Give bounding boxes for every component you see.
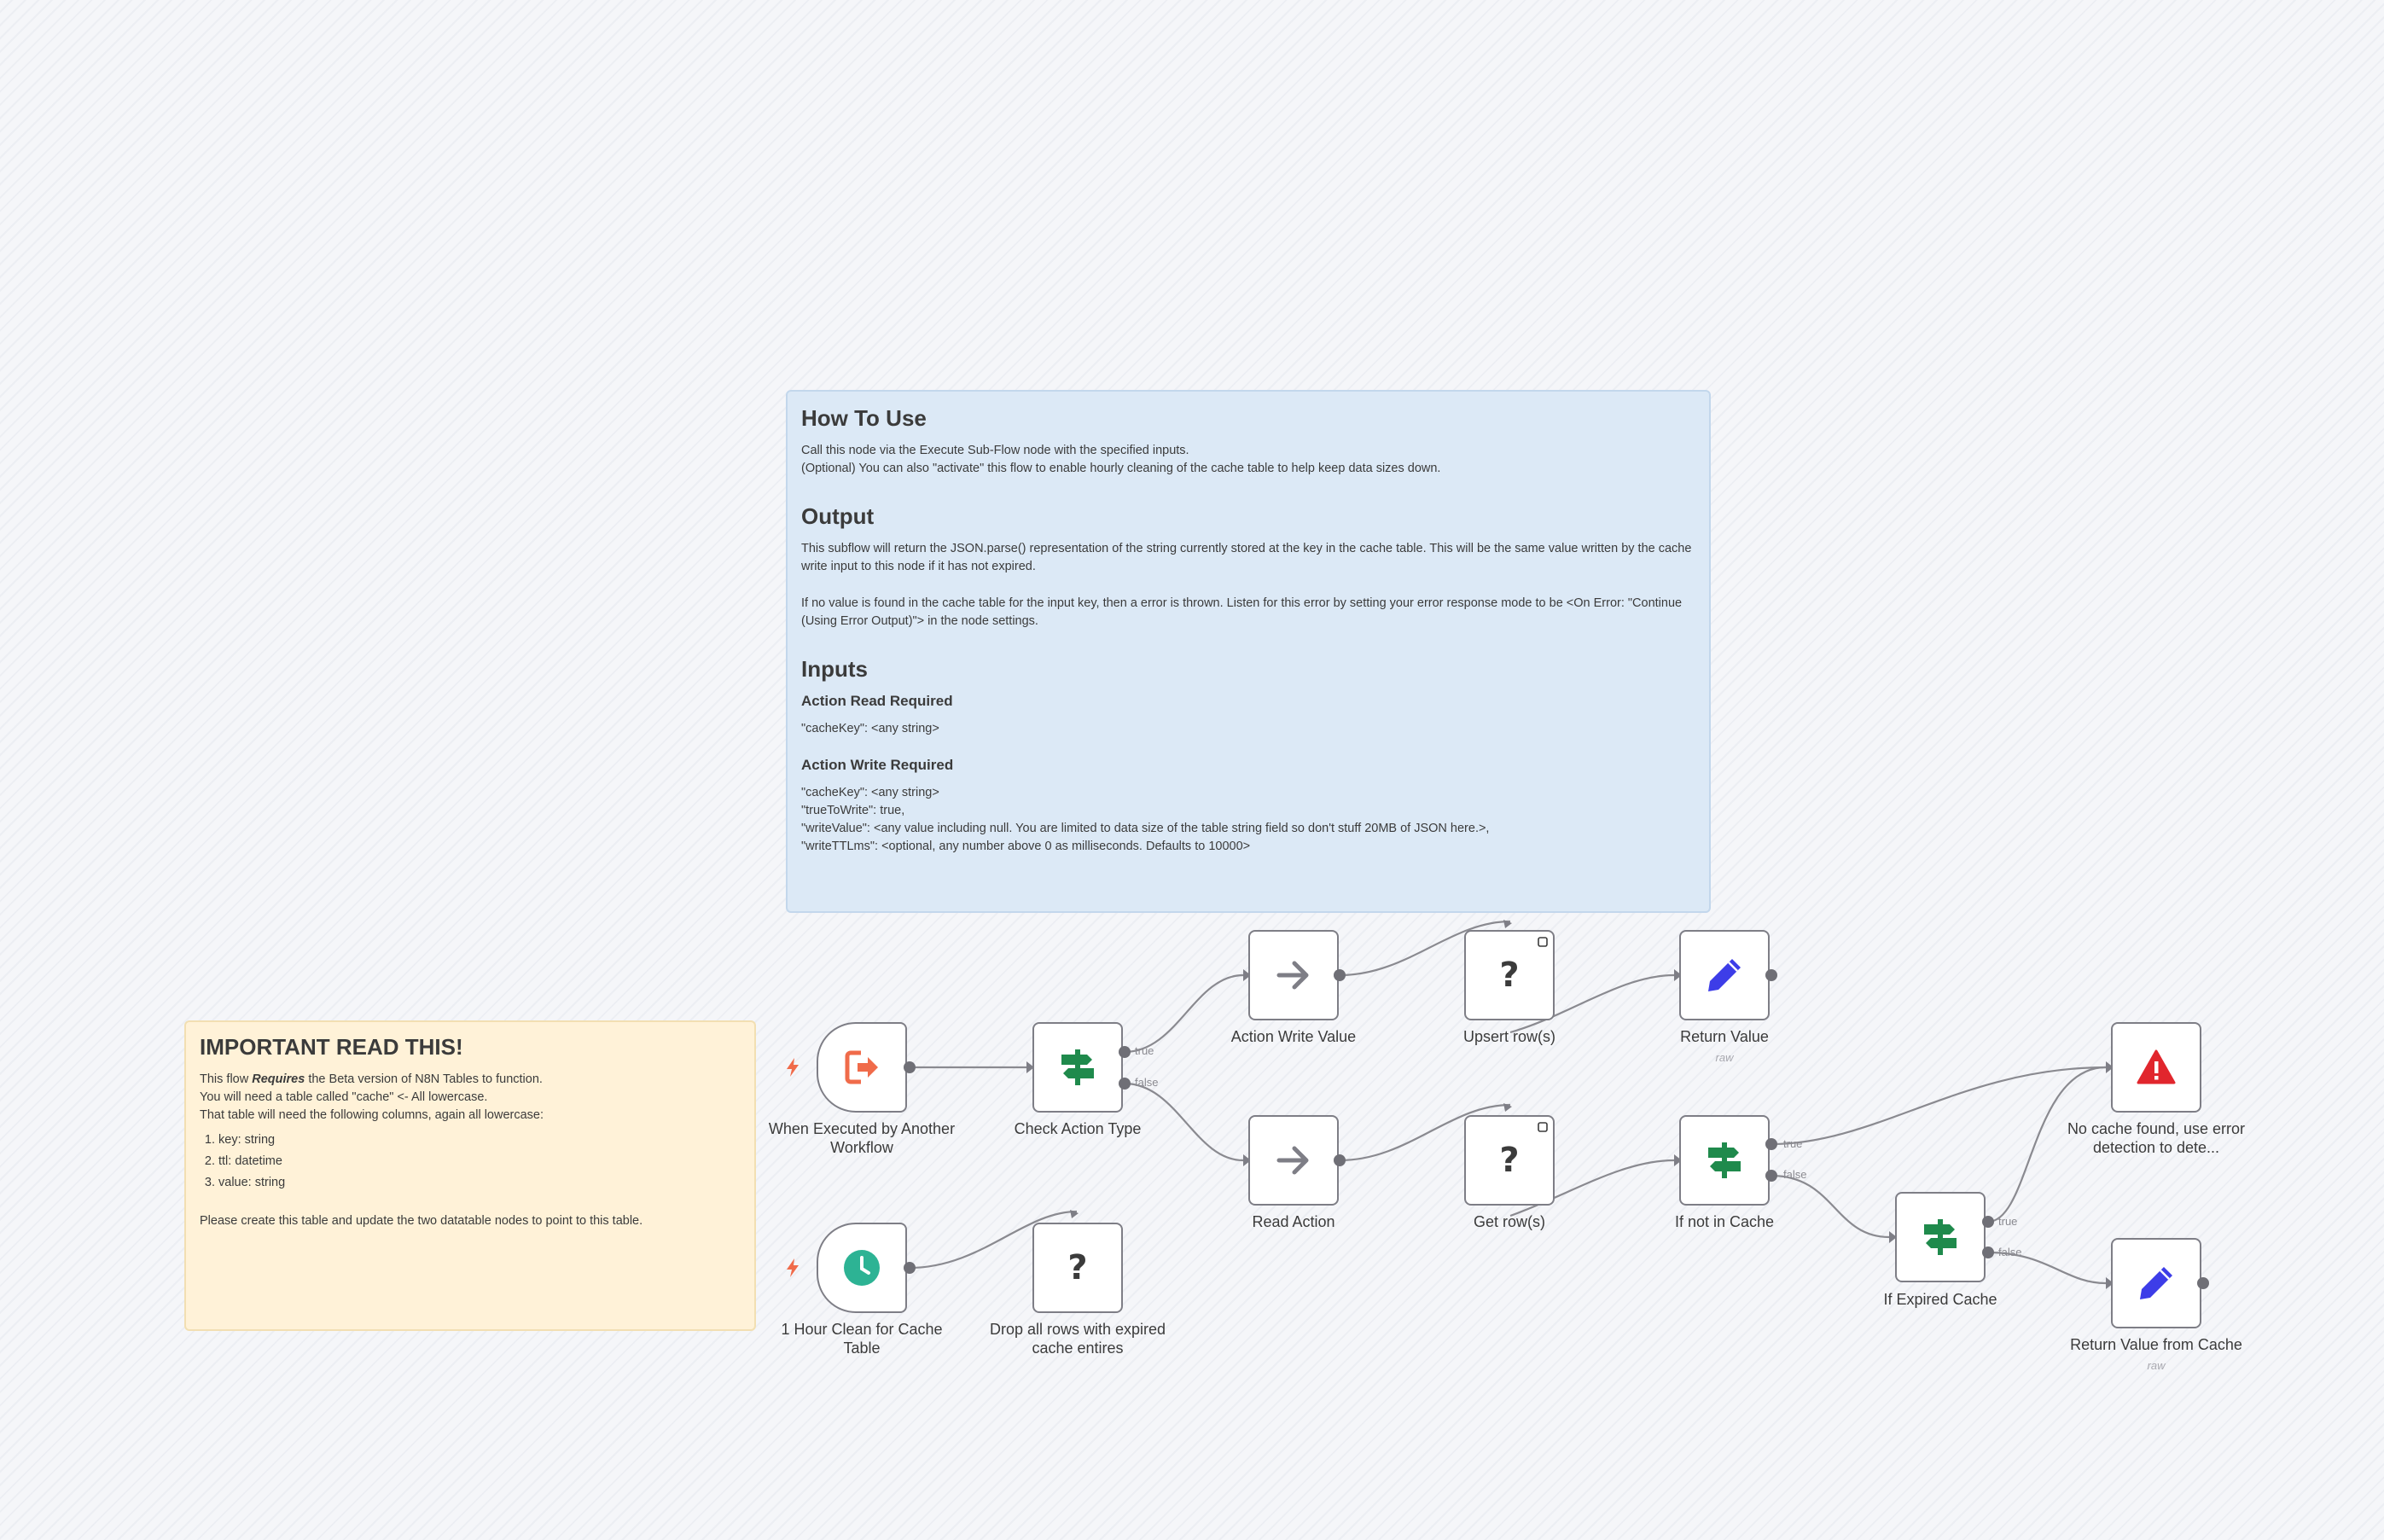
node-sublabel: raw: [2147, 1359, 2166, 1372]
output-port[interactable]: [1765, 969, 1777, 981]
sticky-text: "writeValue": <any value including null.…: [801, 822, 1490, 835]
subnode-corner-icon: [1538, 937, 1548, 947]
edge-label-true: true: [1135, 1044, 1154, 1057]
sticky-text: "trueToWrite": true,: [801, 804, 905, 817]
node-label: No cache found, use error detection to d…: [2067, 1120, 2246, 1156]
edge-label-false: false: [1998, 1246, 2022, 1258]
node-if-not-in-cache[interactable]: [1679, 1115, 1770, 1206]
write-subheading: Action Write Required: [801, 757, 954, 773]
edge-label-true: true: [1998, 1215, 2018, 1228]
node-action-write-value[interactable]: [1248, 930, 1339, 1020]
list-item: key: string: [218, 1130, 741, 1151]
node-label: If Expired Cache: [1883, 1291, 1997, 1308]
edge-label-false: false: [1783, 1168, 1807, 1181]
trigger-bolt-icon: [787, 1258, 799, 1277]
node-exec-trigger[interactable]: [817, 1022, 907, 1113]
node-no-cache-found[interactable]: [2111, 1022, 2201, 1113]
arrow-right-icon: [1250, 1117, 1337, 1204]
sticky-text: That table will need the following colum…: [200, 1108, 544, 1122]
sticky-text: This subflow will return the JSON.parse(…: [801, 542, 1692, 573]
sticky-title: IMPORTANT READ THIS!: [200, 1034, 463, 1060]
sticky-note-how-to-use[interactable]: How To Use Call this node via the Execut…: [786, 390, 1711, 913]
output-port[interactable]: [904, 1262, 916, 1274]
node-sublabel: raw: [1715, 1051, 1734, 1064]
sticky-text: If no value is found in the cache table …: [801, 596, 1683, 628]
edge-label-false: false: [1135, 1076, 1159, 1089]
trigger-bolt-icon: [787, 1058, 799, 1077]
emphasis-text: Requires: [252, 1072, 305, 1086]
output-port[interactable]: [1334, 1154, 1346, 1166]
output-port-false[interactable]: [1765, 1170, 1777, 1182]
output-port-true[interactable]: [1119, 1046, 1131, 1058]
output-port-false[interactable]: [1982, 1247, 1994, 1258]
node-schedule-trigger[interactable]: [817, 1223, 907, 1313]
node-drop-rows[interactable]: ?: [1032, 1223, 1123, 1313]
node-label: Read Action: [1252, 1213, 1335, 1230]
node-upsert-rows[interactable]: ?: [1464, 930, 1555, 1020]
pencil-icon: [2113, 1240, 2200, 1327]
text-span: This flow: [200, 1072, 253, 1086]
node-read-action[interactable]: [1248, 1115, 1339, 1206]
warning-icon: [2113, 1024, 2200, 1111]
output-port[interactable]: [2197, 1277, 2209, 1289]
node-label: Return Value: [1680, 1028, 1769, 1045]
sticky-text: (Optional) You can also "activate" this …: [801, 462, 1441, 475]
inputs-heading: Inputs: [801, 656, 868, 682]
node-return-value-from-cache[interactable]: [2111, 1238, 2201, 1328]
signpost-icon: [1681, 1117, 1768, 1204]
node-label: If not in Cache: [1674, 1213, 1775, 1230]
output-port[interactable]: [904, 1061, 916, 1073]
node-label: Drop all rows with expired cache entires: [989, 1321, 1166, 1357]
sticky-text: "writeTTLms": <optional, any number abov…: [801, 840, 1251, 853]
signpost-icon: [1034, 1024, 1121, 1111]
output-port-true[interactable]: [1765, 1138, 1777, 1150]
node-label: Get row(s): [1473, 1213, 1545, 1230]
columns-list: key: string ttl: datetime value: string: [200, 1130, 741, 1194]
exit-arrow-icon: [818, 1024, 905, 1111]
list-item: value: string: [218, 1172, 741, 1194]
sticky-text: "cacheKey": <any string>: [801, 722, 939, 735]
text-span: the Beta version of N8N Tables to functi…: [305, 1072, 543, 1086]
sticky-text: Please create this table and update the …: [200, 1214, 643, 1228]
output-port[interactable]: [1334, 969, 1346, 981]
list-item: ttl: datetime: [218, 1151, 741, 1172]
sticky-title: How To Use: [801, 405, 927, 431]
arrow-right-icon: [1250, 932, 1337, 1019]
edge-ifnot-nocache: [1771, 1066, 2107, 1146]
subnode-corner-icon: [1538, 1122, 1548, 1132]
sticky-text: This flow Requires the Beta version of N…: [200, 1071, 741, 1089]
read-subheading: Action Read Required: [801, 693, 953, 709]
sticky-text: Call this node via the Execute Sub-Flow …: [801, 444, 1189, 457]
node-label: Action Write Value: [1230, 1028, 1357, 1045]
question-icon: ?: [1499, 1141, 1520, 1180]
output-port-false[interactable]: [1119, 1078, 1131, 1090]
node-label: Upsert row(s): [1462, 1028, 1555, 1045]
question-icon: ?: [1499, 956, 1520, 995]
clock-icon: [818, 1224, 905, 1311]
node-if-expired-cache[interactable]: [1895, 1192, 1986, 1282]
node-get-rows[interactable]: ?: [1464, 1115, 1555, 1206]
sticky-text: "cacheKey": <any string>: [801, 786, 939, 799]
node-check-action-type[interactable]: [1032, 1022, 1123, 1113]
edge-label-true: true: [1783, 1137, 1803, 1150]
output-port-true[interactable]: [1982, 1216, 1994, 1228]
output-heading: Output: [801, 503, 875, 529]
node-return-value[interactable]: [1679, 930, 1770, 1020]
node-label: Check Action Type: [1014, 1120, 1142, 1137]
sticky-note-important[interactable]: IMPORTANT READ THIS! This flow Requires …: [184, 1020, 756, 1331]
node-label: 1 Hour Clean for Cache Table: [781, 1321, 943, 1357]
pencil-icon: [1681, 932, 1768, 1019]
sticky-text: You will need a table called "cache" <- …: [200, 1090, 488, 1104]
question-icon: ?: [1067, 1248, 1088, 1287]
node-label: Return Value from Cache: [2070, 1336, 2242, 1353]
node-label: When Executed by Another Workflow: [768, 1120, 956, 1156]
signpost-icon: [1897, 1194, 1984, 1281]
